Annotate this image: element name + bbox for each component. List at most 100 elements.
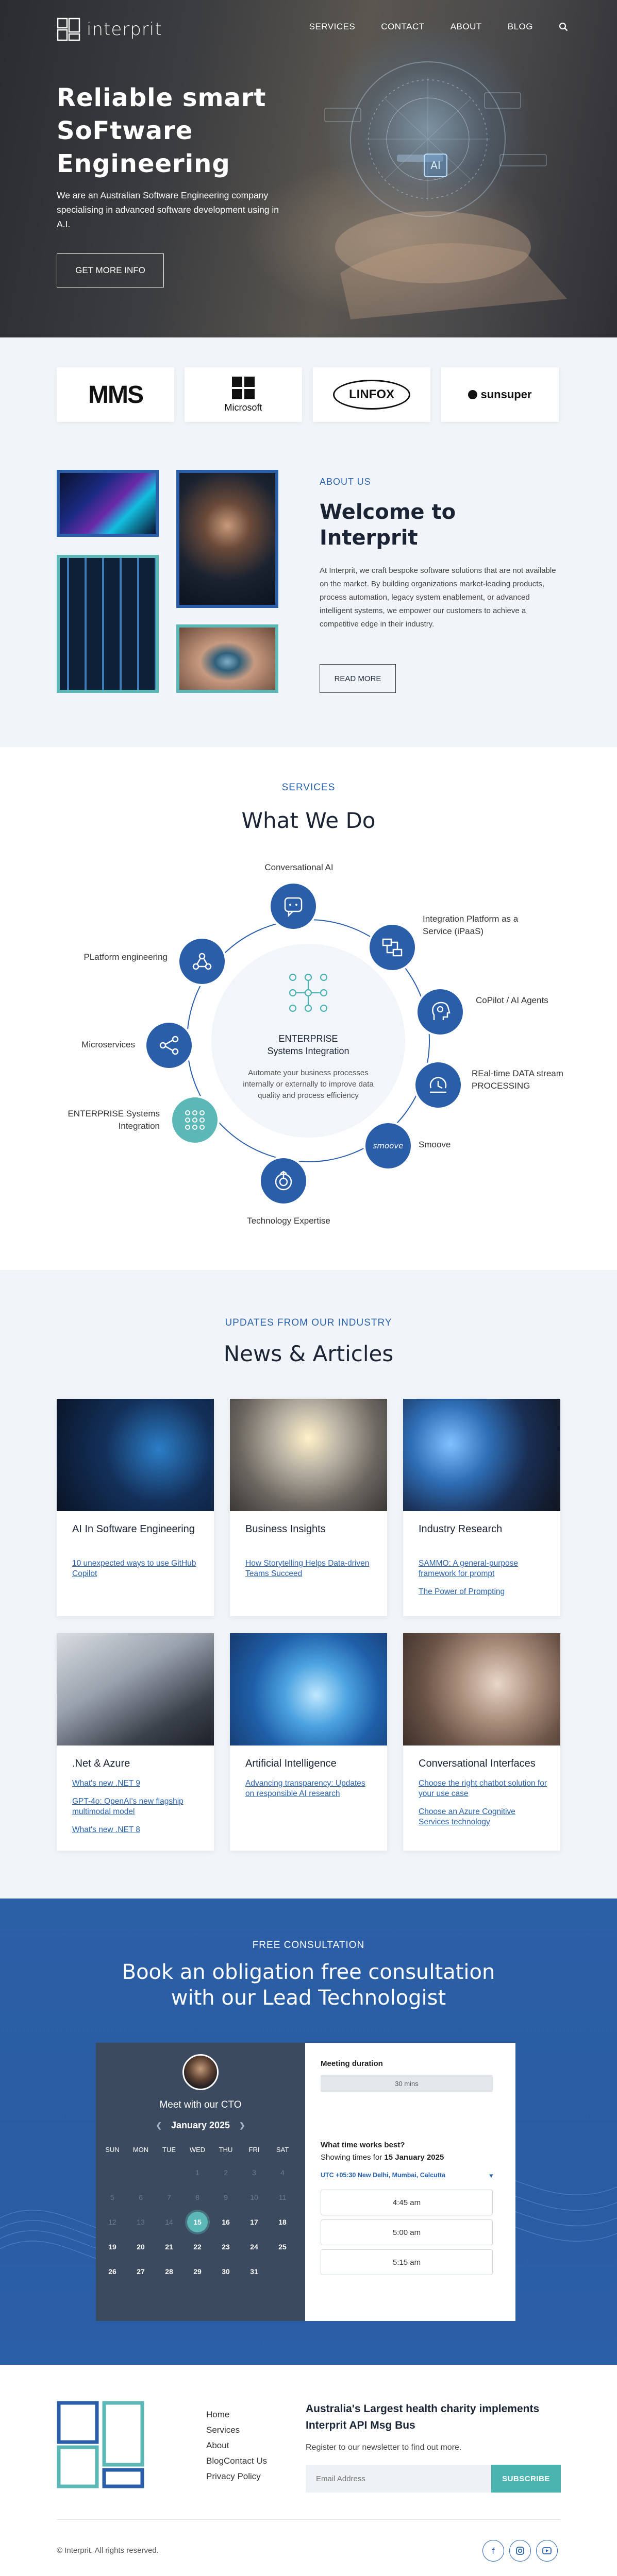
prev-month-icon[interactable]: ❮ [156, 2121, 162, 2129]
chevron-down-icon: ▾ [489, 2172, 493, 2179]
calendar-day[interactable]: 12 [108, 2218, 116, 2226]
news-section: UPDATES FROM OUR INDUSTRY News & Article… [0, 1270, 617, 1899]
calendar-day[interactable]: 7 [167, 2193, 171, 2201]
calendar-day[interactable]: 14 [165, 2218, 173, 2226]
node-technology-expertise[interactable] [261, 1158, 306, 1204]
article-link[interactable]: What's new .NET 9 [72, 1779, 140, 1788]
copyright: © Interprit. All rights reserved. [57, 2546, 159, 2555]
calendar-day[interactable]: 13 [137, 2218, 145, 2226]
article-link[interactable]: GPT-4o: OpenAI's new flagship multimodal… [72, 1797, 184, 1816]
target-icon [275, 1171, 292, 1191]
news-card[interactable]: Business Insights How Storytelling Helps… [230, 1399, 387, 1616]
article-link[interactable]: Choose an Azure Cognitive Services techn… [419, 1807, 515, 1826]
calendar-day[interactable]: 1 [195, 2168, 199, 2177]
calendar-day[interactable]: 20 [137, 2243, 145, 2251]
calendar-day[interactable]: 17 [250, 2218, 258, 2226]
calendar-day[interactable]: 18 [278, 2218, 287, 2226]
next-month-icon[interactable]: ❯ [239, 2121, 245, 2129]
node-microservices[interactable] [146, 1023, 192, 1068]
news-card-links: 10 unexpected ways to use GitHub Copilot [72, 1558, 201, 1587]
partners-about-section: MMS Microsoft LINFOX sunsuper ABOUT US W… [0, 337, 617, 747]
facebook-icon[interactable]: f [482, 2540, 504, 2562]
news-card[interactable]: AI In Software Engineering 10 unexpected… [57, 1399, 214, 1616]
calendar-day[interactable]: 6 [139, 2193, 143, 2201]
calendar-day[interactable]: 4 [280, 2168, 285, 2177]
article-link[interactable]: What's new .NET 8 [72, 1825, 140, 1834]
logo[interactable]: interprit [57, 18, 162, 41]
nav-services[interactable]: SERVICES [309, 22, 356, 31]
calendar-day[interactable]: 9 [224, 2193, 228, 2201]
calendar-day[interactable]: 28 [165, 2267, 173, 2276]
footer-link-about[interactable]: About [206, 2441, 229, 2450]
node-realtime-data[interactable] [415, 1062, 461, 1108]
calendar-day[interactable]: 24 [250, 2243, 258, 2251]
calendar-day[interactable]: 3 [252, 2168, 256, 2177]
article-link[interactable]: SAMMO: A general-purpose framework for p… [419, 1559, 518, 1578]
calendar-day[interactable]: 31 [250, 2267, 258, 2276]
node-enterprise-integration[interactable] [172, 1097, 218, 1143]
subscribe-button[interactable]: SUBSCRIBE [491, 2465, 561, 2493]
node-copilot[interactable] [418, 989, 463, 1035]
article-link[interactable]: 10 unexpected ways to use GitHub Copilot [72, 1559, 196, 1578]
node-label-conversational-ai: Conversational AI [264, 862, 333, 872]
calendar-day[interactable]: 16 [222, 2218, 230, 2226]
footer-link-home[interactable]: Home [206, 2410, 230, 2419]
calendar-day[interactable]: 25 [278, 2243, 287, 2251]
node-label-realtime-data: REal-time DATA stream PROCESSING [472, 1069, 563, 1091]
partner-logo-mms: MMS [57, 367, 174, 422]
youtube-icon[interactable] [536, 2540, 558, 2562]
search-icon[interactable] [559, 22, 568, 31]
node-label-technology-expertise: Technology Expertise [247, 1216, 330, 1226]
calendar-day[interactable]: 21 [165, 2243, 173, 2251]
node-smoove[interactable]: smoove [365, 1123, 411, 1168]
about-image-woman-laptop [176, 470, 278, 608]
node-platform-engineering[interactable] [179, 939, 225, 984]
integration-flow-icon [382, 938, 403, 957]
nav-contact[interactable]: CONTACT [381, 22, 425, 31]
footer-link-blog-contact[interactable]: BlogContact Us [206, 2456, 268, 2466]
interprit-logo-icon [57, 18, 80, 41]
calendar-day[interactable]: 23 [222, 2243, 230, 2251]
calendar-day[interactable]: 10 [250, 2193, 258, 2201]
news-card[interactable]: Artificial Intelligence Advancing transp… [230, 1633, 387, 1851]
news-card[interactable]: Industry Research SAMMO: A general-purpo… [403, 1399, 560, 1616]
footer-link-privacy[interactable]: Privacy Policy [206, 2471, 261, 2481]
footer-link-services[interactable]: Services [206, 2425, 240, 2435]
article-link[interactable]: Advancing transparency: Updates on respo… [245, 1779, 365, 1798]
duration-select[interactable]: 30 mins [321, 2075, 493, 2092]
instagram-icon[interactable] [509, 2540, 531, 2562]
time-slot[interactable]: 5:15 am [321, 2249, 493, 2275]
showing-prefix: Showing times for [321, 2153, 382, 2162]
calendar-day[interactable]: 2 [224, 2168, 228, 2177]
calendar-day[interactable]: 5 [110, 2193, 114, 2201]
time-slot[interactable]: 4:45 am [321, 2190, 493, 2215]
hero-hand-glow [242, 155, 552, 319]
calendar-day[interactable]: 11 [278, 2193, 287, 2201]
node-conversational-ai[interactable] [271, 884, 316, 929]
news-card-title: .Net & Azure [72, 1758, 130, 1769]
get-more-info-button[interactable]: GET MORE INFO [57, 253, 164, 287]
calendar-day[interactable]: 26 [108, 2267, 116, 2276]
email-field[interactable] [306, 2465, 491, 2493]
timezone-select[interactable]: UTC +05:30 New Delhi, Mumbai, Calcutta ▾ [321, 2172, 493, 2179]
calendar-day[interactable]: 22 [193, 2243, 202, 2251]
microsoft-logo-icon [232, 376, 255, 399]
article-link[interactable]: The Power of Prompting [419, 1587, 505, 1596]
calendar-day[interactable]: 27 [137, 2267, 145, 2276]
news-card[interactable]: Conversational Interfaces Choose the rig… [403, 1633, 560, 1851]
time-slot[interactable]: 5:00 am [321, 2219, 493, 2245]
article-link[interactable]: How Storytelling Helps Data-driven Teams… [245, 1559, 370, 1578]
calendar-day[interactable]: 15 [187, 2212, 208, 2232]
read-more-button[interactable]: READ MORE [320, 664, 396, 693]
nav-about[interactable]: ABOUT [450, 22, 482, 31]
calendar-day[interactable]: 30 [222, 2267, 230, 2276]
nav-blog[interactable]: BLOG [507, 22, 533, 31]
news-card[interactable]: .Net & Azure What's new .NET 9 GPT-4o: O… [57, 1633, 214, 1851]
calendar-day[interactable]: 29 [193, 2267, 202, 2276]
article-link[interactable]: Choose the right chatbot solution for yo… [419, 1779, 547, 1798]
calendar-day[interactable]: 8 [195, 2193, 199, 2201]
partner-microsoft-text: Microsoft [224, 402, 262, 413]
calendar-day[interactable]: 19 [108, 2243, 116, 2251]
smoove-badge: smoove [373, 1141, 404, 1150]
node-ipaas[interactable] [370, 925, 415, 970]
